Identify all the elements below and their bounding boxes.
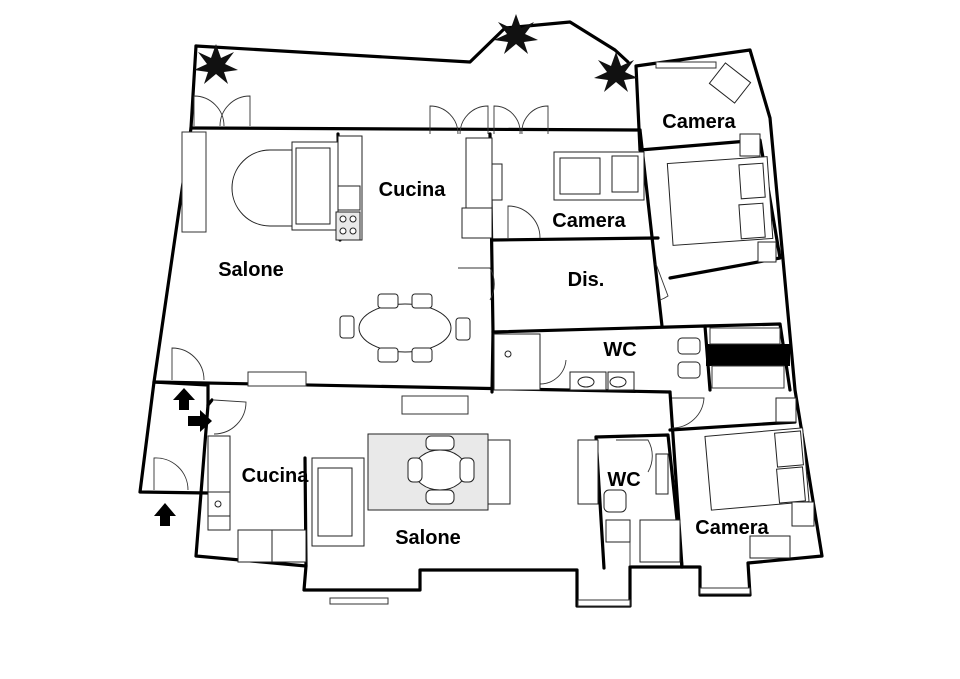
terrace [189,20,630,130]
room-dis-label: Dis. [568,269,605,291]
plant-icon [194,14,638,92]
windows [181,61,785,607]
doors [153,95,705,566]
arrow-up-icon [154,503,176,526]
room-camera-right-bottom-label: Camera [695,517,769,539]
furniture-upper-bedroom-right [666,62,777,263]
room-camera-center-label: Camera [552,210,626,232]
room-cucina-bottom-label: Cucina [242,465,310,487]
furniture-upper-living [231,135,503,363]
furniture-upper-bedroom-center [493,151,701,391]
furniture-lower [207,397,815,563]
entrance-arrows [154,388,212,526]
room-labels: SaloneCucinaCameraCameraDis.WCCucinaSalo… [218,111,769,549]
arrow-up-icon [173,388,195,410]
room-cucina-top-label: Cucina [379,179,447,201]
room-camera-right-top-label: Camera [662,111,736,133]
room-wc-bottom-label: WC [607,469,640,491]
arrow-right-icon [188,410,212,432]
room-salone-top-label: Salone [218,259,284,281]
dividing-wall [706,344,790,366]
room-wc-top-label: WC [603,339,636,361]
room-salone-bottom-label: Salone [395,527,461,549]
